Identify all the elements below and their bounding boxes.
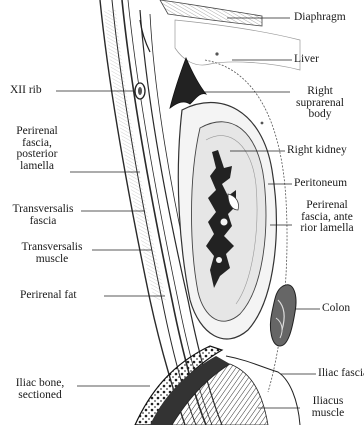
- muscle-striations: [104, 10, 166, 300]
- label-colon: Colon: [322, 303, 350, 315]
- suprarenal-body: [170, 58, 206, 108]
- label-iliac-fascia: Iliac fascia: [318, 368, 364, 380]
- label-right-suprarenal-body: Right suprarenal body: [292, 86, 348, 121]
- label-transversalis-fascia: Transversalis fascia: [6, 204, 80, 227]
- liver: [175, 20, 300, 70]
- label-iliac-bone-sectioned: Iliac bone, sectioned: [4, 378, 76, 401]
- colon: [270, 285, 296, 346]
- label-right-kidney: Right kidney: [287, 145, 347, 157]
- label-perirenal-fascia-anterior: Perirenal fascia, ante rior lamella: [294, 200, 360, 235]
- label-diaphragm: Diaphragm: [294, 12, 346, 24]
- label-perirenal-fascia-posterior: Perirenal fascia, posterior lamella: [6, 126, 68, 172]
- label-perirenal-fat: Perirenal fat: [20, 290, 77, 302]
- label-liver: Liver: [294, 54, 319, 66]
- label-peritoneum: Peritoneum: [294, 178, 347, 190]
- label-transversalis-muscle: Transversalis muscle: [14, 242, 90, 265]
- label-iliacus-muscle: Iliacus muscle: [300, 396, 356, 419]
- label-xii-rib: XII rib: [10, 85, 42, 97]
